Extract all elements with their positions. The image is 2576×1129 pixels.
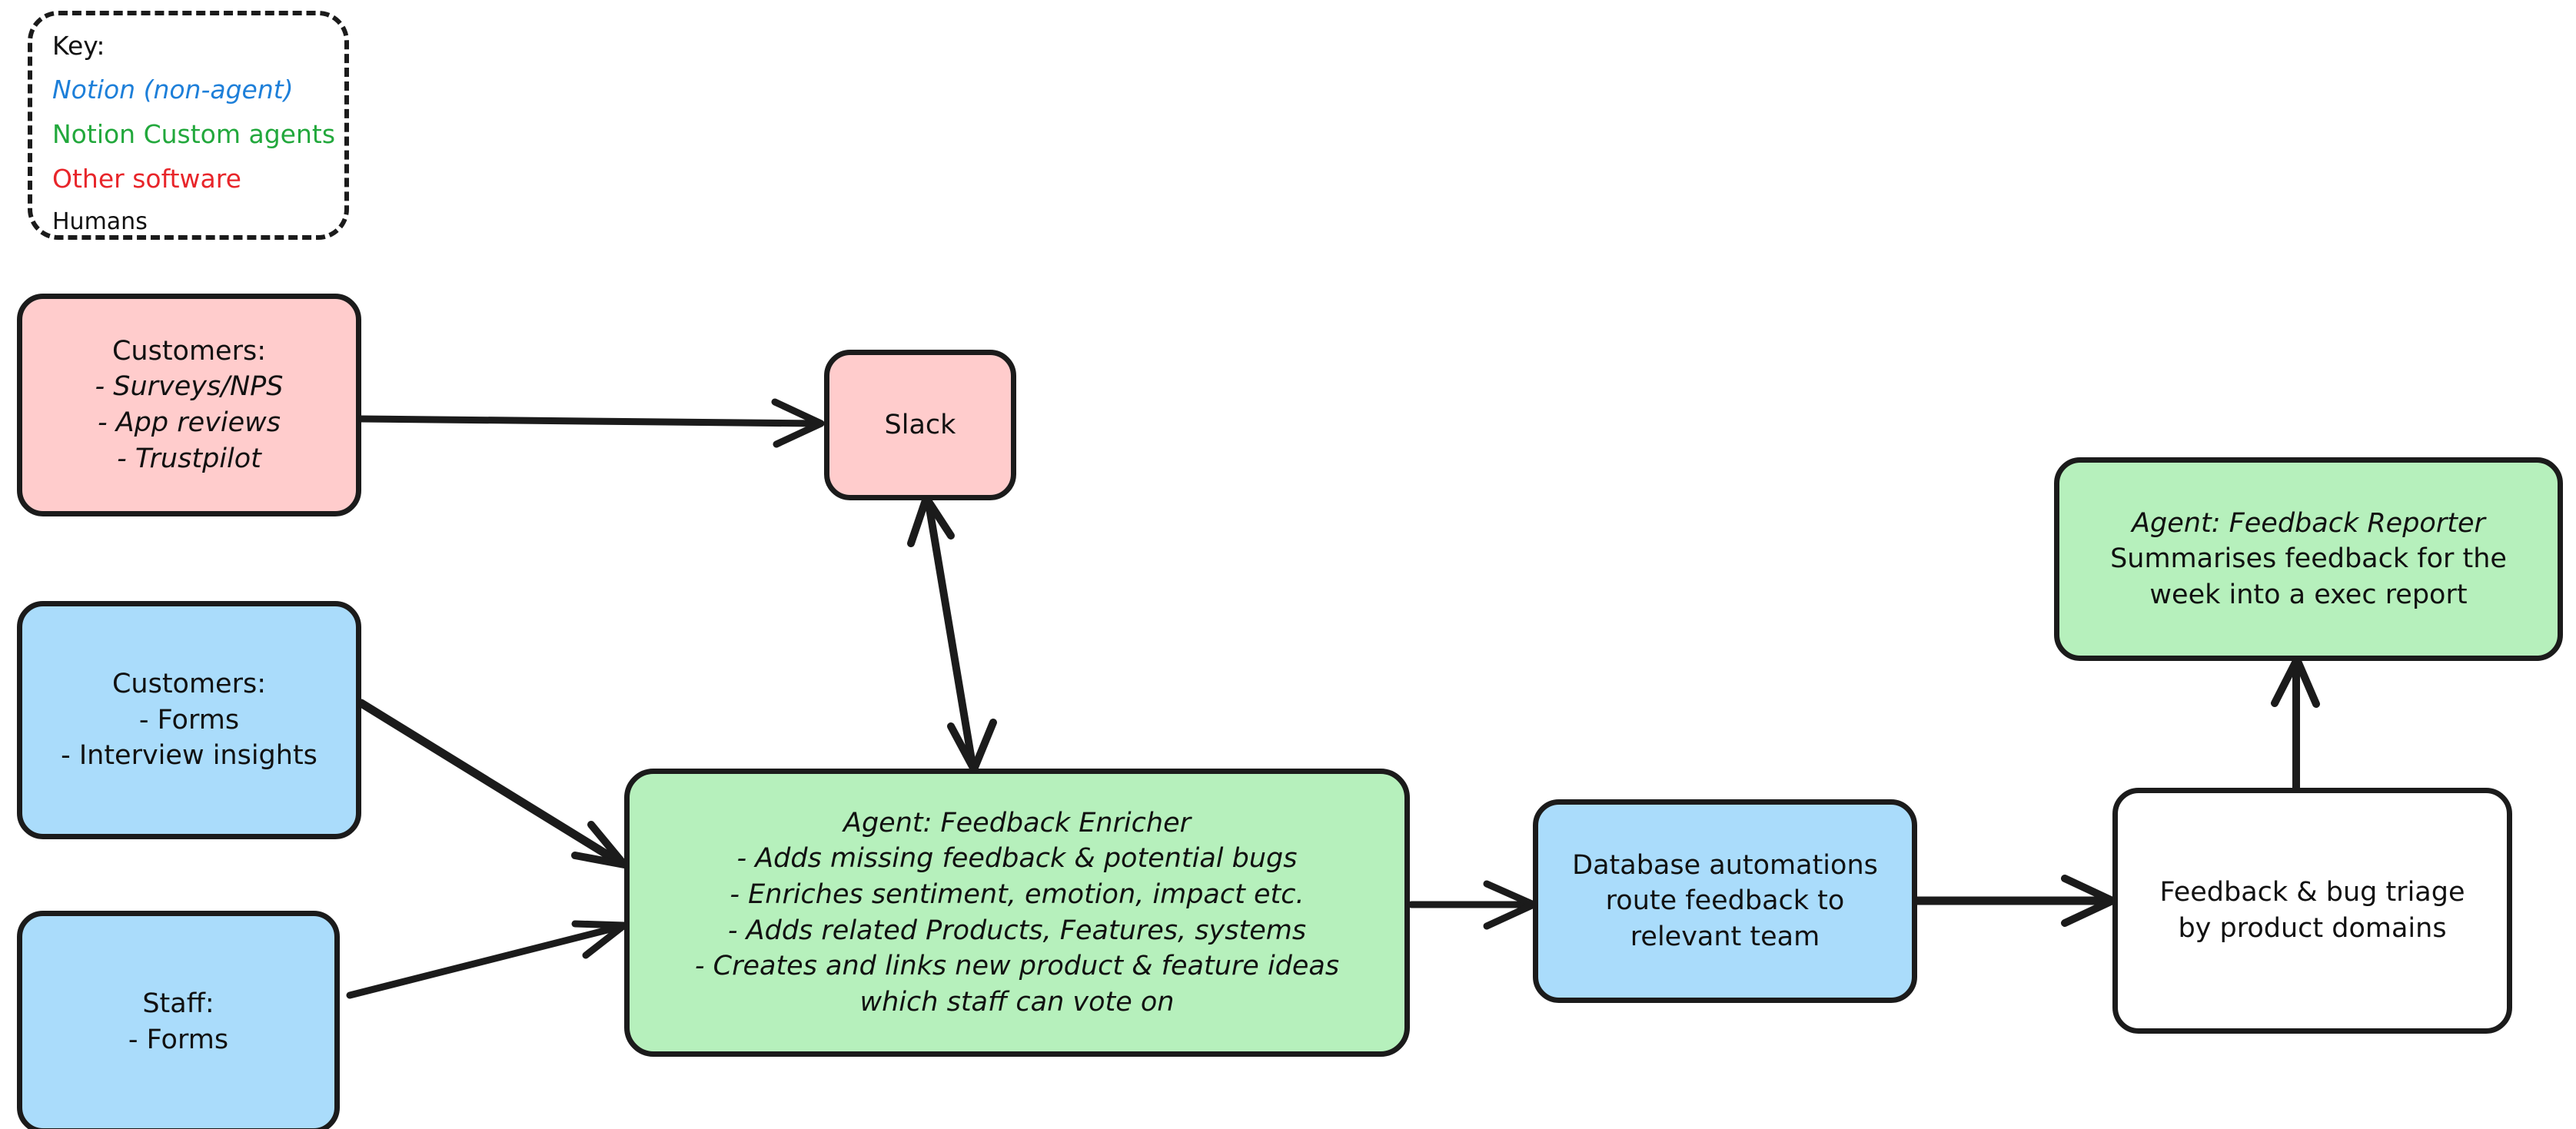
node-line: Slack [884, 409, 956, 440]
node-line: - Enriches sentiment, emotion, impact et… [730, 878, 1305, 910]
node-line: - Trustpilot [117, 443, 261, 474]
node-database-automations[interactable]: Database automations route feedback to r… [1533, 799, 1917, 1003]
node-line: by product domains [2178, 913, 2447, 944]
edge-slack-to-enricher [907, 494, 997, 773]
node-slack[interactable]: Slack [824, 350, 1016, 500]
edge-triage-to-reporter [2271, 656, 2320, 799]
node-line: Staff: [142, 988, 214, 1020]
node-line: Database automations [1572, 849, 1878, 881]
node-line: - Adds missing feedback & potential bugs [736, 843, 1298, 875]
edge-enricher-to-database-automations [1408, 880, 1537, 930]
node-line: - Interview insights [61, 740, 317, 772]
node-line: - Adds related Products, Features, syste… [727, 915, 1307, 946]
node-line: week into a exec report [2149, 579, 2468, 610]
node-line: - Surveys/NPS [95, 371, 284, 403]
node-line: which staff can vote on [859, 986, 1175, 1018]
node-line: Agent: Feedback Enricher [843, 807, 1191, 838]
legend-item-notion-non-agent: Notion (non-agent) [52, 75, 294, 105]
edge-customers-forms-to-enricher [357, 699, 628, 868]
edge-customers-surveys-to-slack [357, 398, 825, 448]
node-line: - Forms [128, 1024, 229, 1055]
node-line: - Forms [138, 704, 240, 736]
node-line: relevant team [1630, 921, 1820, 952]
edge-staff-forms-to-enricher [346, 920, 628, 999]
node-line: Agent: Feedback Reporter [2132, 507, 2485, 539]
node-agent-feedback-enricher[interactable]: Agent: Feedback Enricher - Adds missing … [624, 769, 1410, 1057]
node-line: Customers: [111, 669, 267, 700]
legend-item-humans: Humans [52, 208, 148, 235]
node-line: - Creates and links new product & featur… [694, 951, 1340, 982]
node-staff-forms[interactable]: Staff: - Forms [17, 911, 340, 1129]
node-customers-forms[interactable]: Customers: - Forms - Interview insights [17, 601, 361, 839]
node-line: Summarises feedback for the [2110, 543, 2507, 575]
node-line: Customers: [111, 335, 267, 367]
legend-key: Key: Notion (non-agent) Notion Custom ag… [28, 11, 349, 240]
legend-title: Key: [52, 31, 105, 61]
node-agent-feedback-reporter[interactable]: Agent: Feedback Reporter Summarises feed… [2054, 457, 2563, 661]
node-line: Feedback & bug triage [2159, 877, 2465, 908]
node-line: - App reviews [97, 407, 281, 438]
node-customers-surveys[interactable]: Customers: - Surveys/NPS - App reviews -… [17, 294, 361, 516]
legend-item-other-software: Other software [52, 164, 241, 194]
legend-item-notion-custom-agents: Notion Custom agents [52, 119, 336, 149]
node-feedback-bug-triage[interactable]: Feedback & bug triage by product domains [2112, 788, 2512, 1034]
edge-database-automations-to-triage [1913, 875, 2116, 927]
node-line: route feedback to [1605, 885, 1845, 917]
